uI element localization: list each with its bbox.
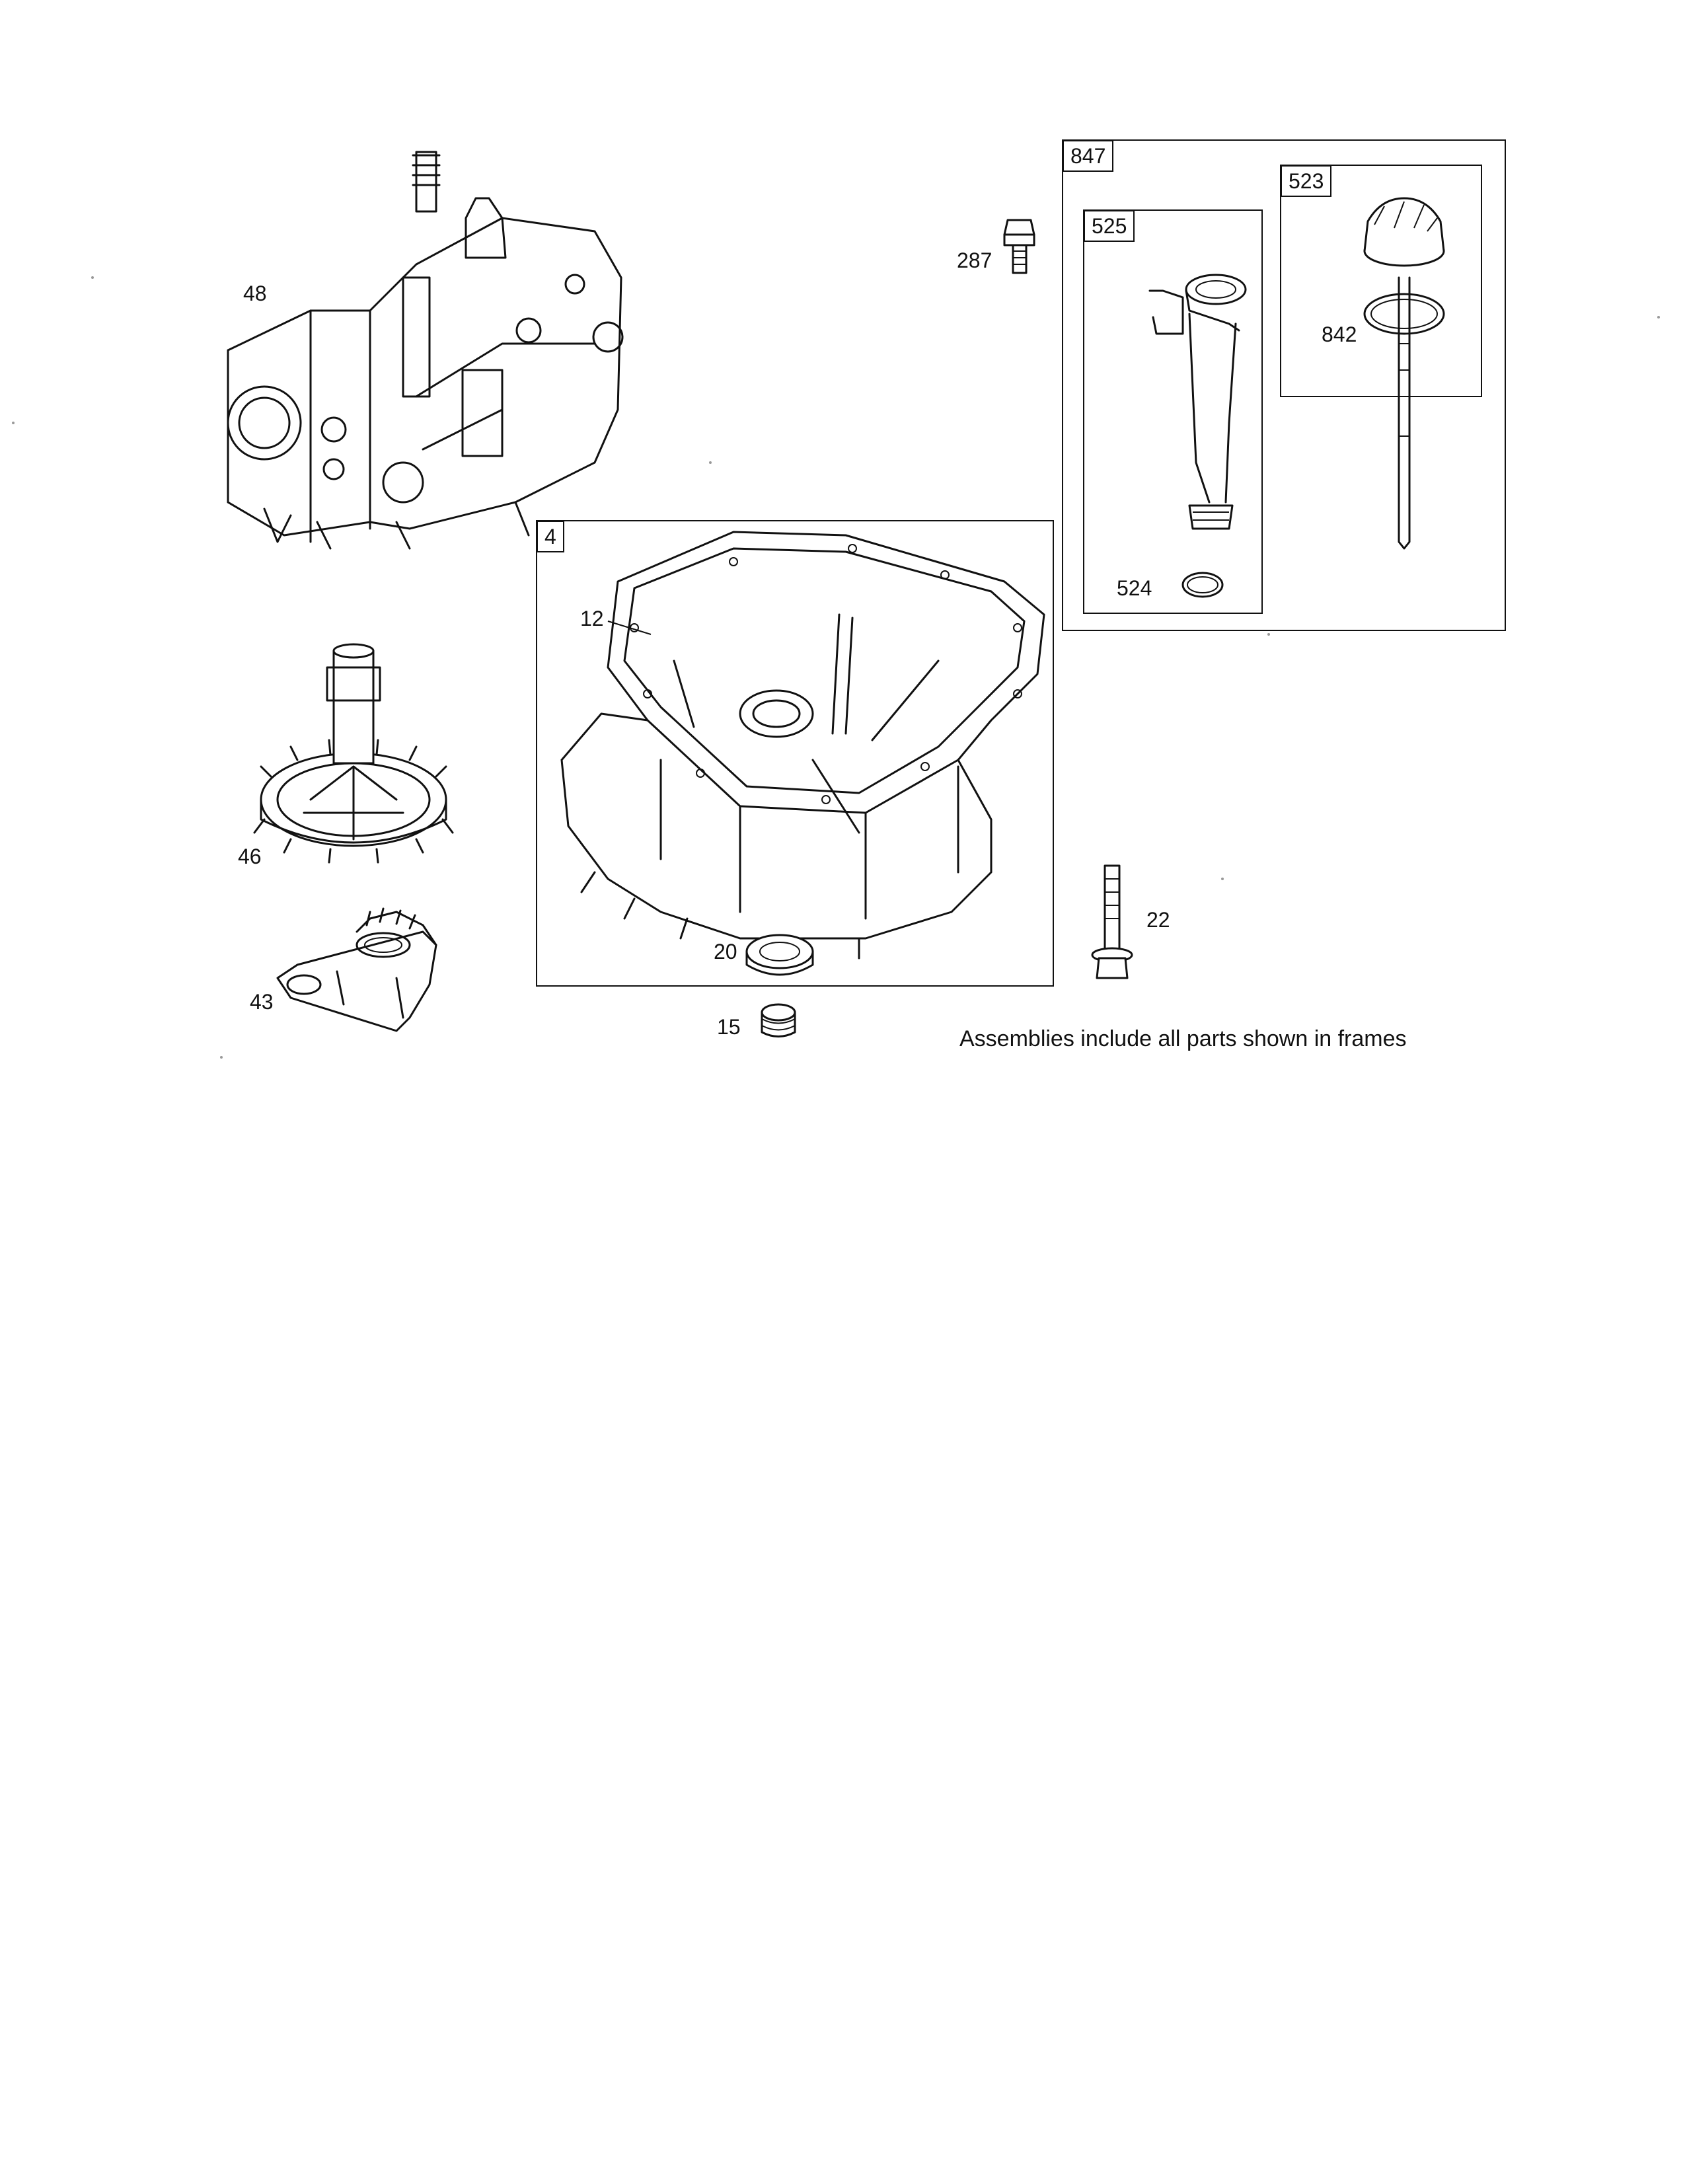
leader-12 — [607, 621, 652, 635]
governor-bracket-drawing — [276, 907, 437, 1032]
cylinder-block-drawing — [227, 151, 624, 550]
callout-22: 22 — [1146, 908, 1170, 932]
crankcase-cover-drawing — [560, 531, 1045, 960]
frame-847 — [1062, 139, 1506, 631]
frame-label-4: 4 — [537, 521, 564, 552]
bolt-22-drawing — [1091, 864, 1133, 979]
scan-specks — [12, 276, 1660, 1059]
frame-label-523: 523 — [1281, 165, 1332, 197]
assemblies-note: Assemblies include all parts shown in fr… — [959, 1026, 1407, 1051]
frame-4 — [536, 520, 1054, 987]
callout-524: 524 — [1117, 576, 1152, 600]
frame-label-847: 847 — [1063, 140, 1114, 172]
callout-15: 15 — [717, 1015, 741, 1039]
plug-drawing — [761, 1003, 796, 1037]
frame-525 — [1083, 209, 1263, 614]
callout-20: 20 — [714, 940, 737, 963]
camshaft-gear-drawing — [253, 643, 454, 864]
callout-46: 46 — [238, 845, 262, 868]
callout-287: 287 — [957, 248, 992, 272]
frame-label-525: 525 — [1084, 210, 1135, 242]
dipstick-tube-drawing — [1148, 274, 1247, 598]
frame-523 — [1280, 165, 1482, 397]
callout-48: 48 — [243, 282, 267, 305]
dipstick-drawing — [1363, 197, 1445, 550]
callout-842: 842 — [1322, 322, 1357, 346]
oil-seal-drawing — [745, 934, 814, 976]
callout-12: 12 — [580, 607, 604, 630]
callout-43: 43 — [250, 990, 274, 1014]
bolt-287-drawing — [1003, 219, 1035, 274]
